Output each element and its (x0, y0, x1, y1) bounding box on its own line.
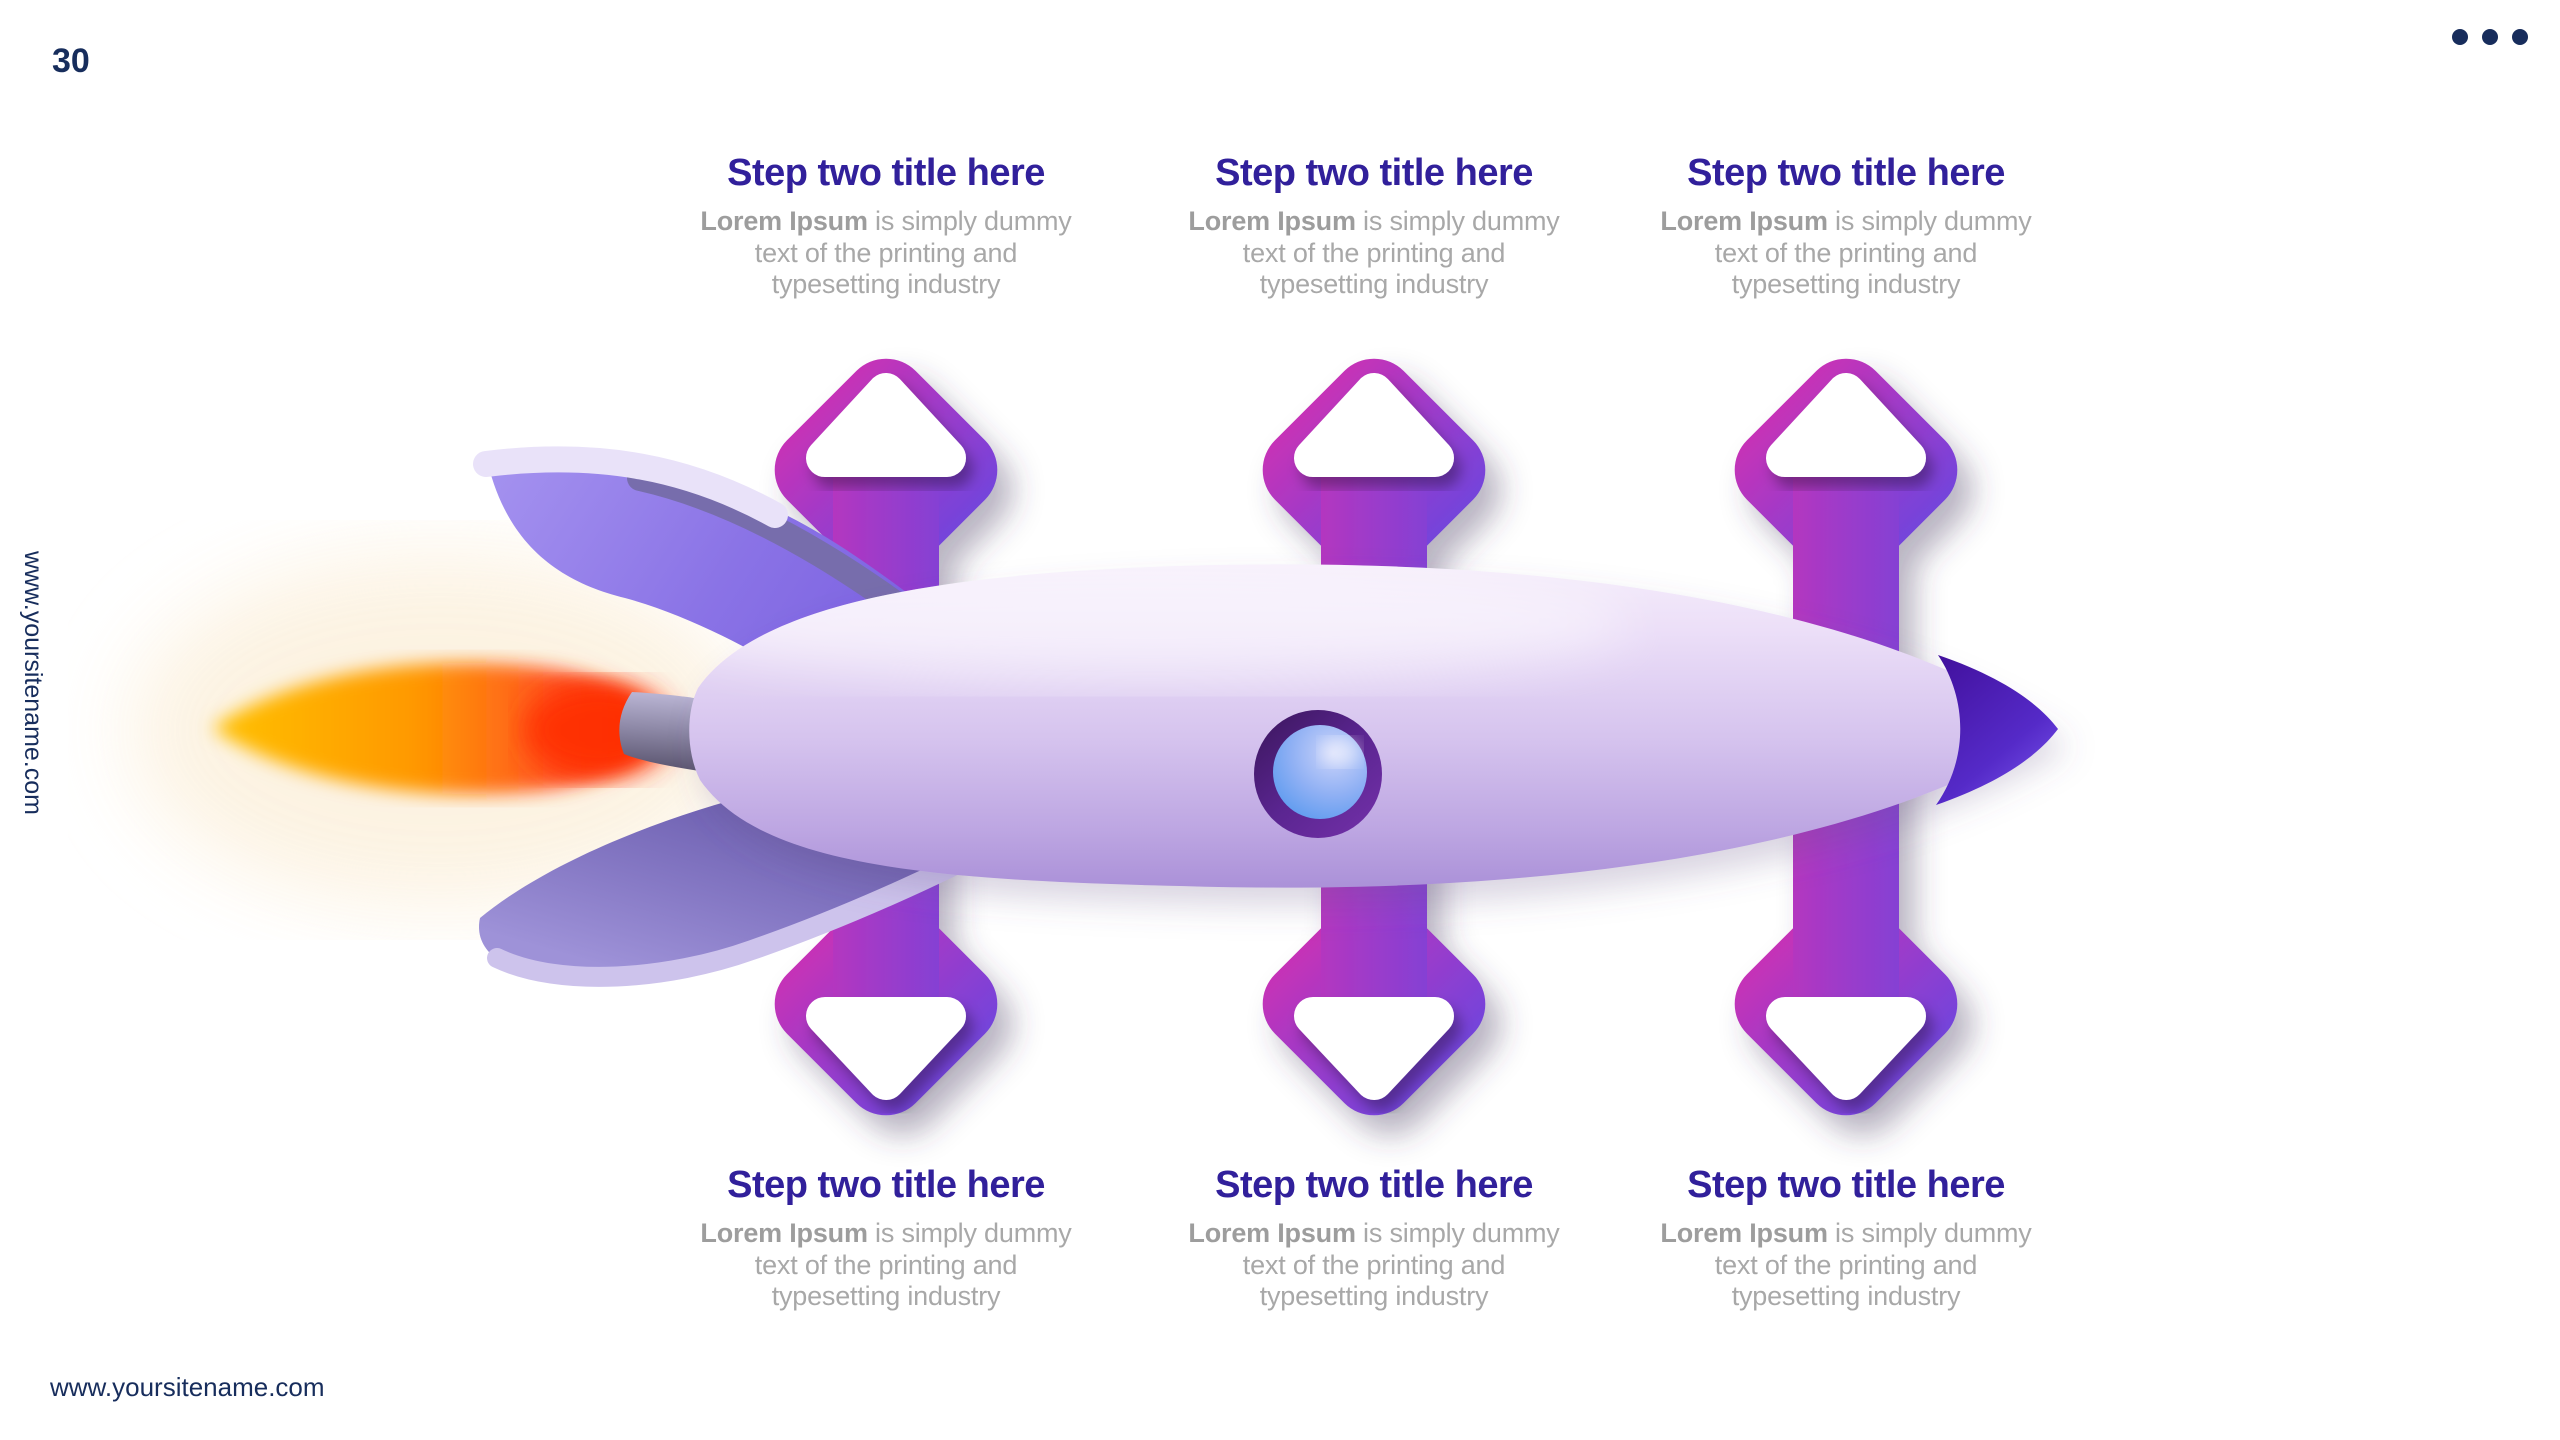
step-block-top-3: Step two title here Lorem Ipsum is simpl… (1656, 152, 2036, 301)
step-description: Lorem Ipsum is simply dummy text of the … (700, 205, 1072, 300)
step-title: Step two title here (727, 152, 1045, 194)
dot-icon (2512, 29, 2528, 45)
step-title: Step two title here (1687, 1164, 2005, 1206)
rocket-body-sheen (689, 564, 1630, 684)
step-title: Step two title here (1215, 1164, 1533, 1206)
dot-icon (2482, 29, 2498, 45)
rocket-nozzle (619, 692, 706, 772)
step-description: Lorem Ipsum is simply dummy text of the … (1188, 1217, 1560, 1312)
up-arrow-icon-3 (1734, 358, 1958, 760)
step-description: Lorem Ipsum is simply dummy text of the … (1188, 205, 1560, 300)
step-description: Lorem Ipsum is simply dummy text of the … (1660, 1217, 2032, 1312)
rocket-nose-cone (1936, 655, 2058, 805)
step-block-top-2: Step two title here Lorem Ipsum is simpl… (1184, 152, 1564, 301)
rocket-window (1254, 710, 1382, 838)
step-title: Step two title here (1687, 152, 2005, 194)
step-block-bottom-3: Step two title here Lorem Ipsum is simpl… (1656, 1164, 2036, 1313)
step-description: Lorem Ipsum is simply dummy text of the … (1660, 205, 2032, 300)
side-website-url: www.yoursitename.com (19, 551, 47, 815)
step-block-top-1: Step two title here Lorem Ipsum is simpl… (696, 152, 1076, 301)
step-title: Step two title here (1215, 152, 1533, 194)
menu-dots-icon[interactable] (2452, 29, 2528, 45)
step-block-bottom-2: Step two title here Lorem Ipsum is simpl… (1184, 1164, 1564, 1313)
page-number: 30 (52, 42, 90, 80)
step-block-bottom-1: Step two title here Lorem Ipsum is simpl… (696, 1164, 1076, 1313)
footer-website-url: www.yoursitename.com (50, 1372, 325, 1402)
dot-icon (2452, 29, 2468, 45)
step-title: Step two title here (727, 1164, 1045, 1206)
step-description: Lorem Ipsum is simply dummy text of the … (700, 1217, 1072, 1312)
rocket-illustration (130, 446, 2058, 987)
